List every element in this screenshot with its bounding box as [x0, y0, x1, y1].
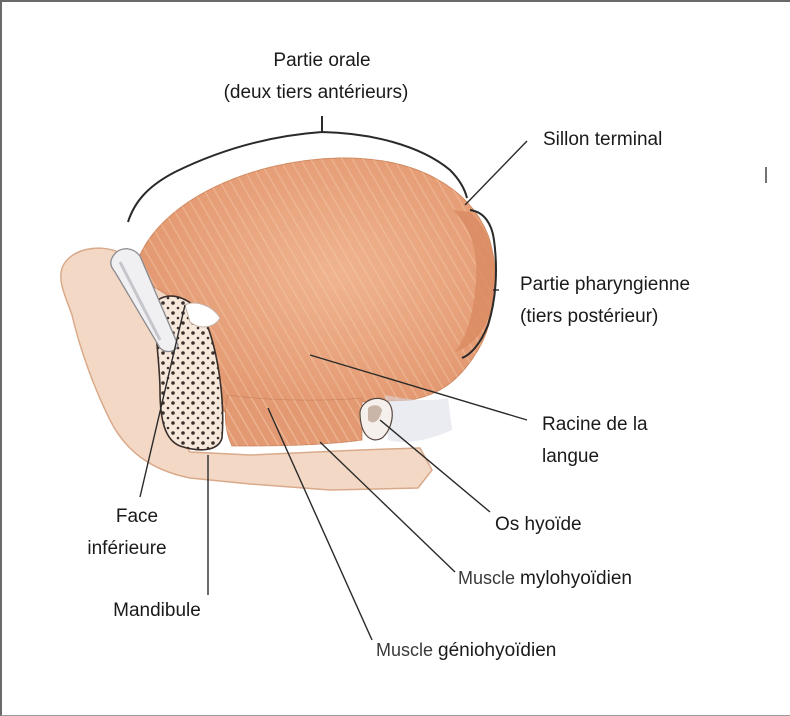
label-muscle-mylo-word: Muscle	[458, 568, 520, 588]
label-partie-pharyngienne: Partie pharyngienne	[520, 274, 690, 295]
pharyngeal-part-bracket	[461, 209, 497, 359]
label-muscle-genio-word: Muscle	[376, 640, 438, 660]
label-partie-orale: Partie orale	[273, 50, 370, 71]
label-face: Face	[116, 506, 158, 527]
label-tiers-posterieur: (tiers postérieur)	[520, 306, 658, 327]
label-langue: langue	[542, 446, 599, 467]
label-deux-tiers: (deux tiers antérieurs)	[224, 82, 409, 103]
leader-face	[139, 304, 186, 498]
label-inferieure: inférieure	[87, 538, 166, 559]
label-sillon-terminal: Sillon terminal	[543, 129, 662, 150]
leader-racine	[309, 354, 528, 421]
leader-genio	[267, 407, 373, 641]
pharyngeal-part	[452, 210, 497, 352]
label-racine: Racine de la	[542, 414, 648, 435]
label-geniohyoidien: géniohyoïdien	[438, 640, 556, 661]
label-os-hyoide: Os hyoïde	[495, 514, 582, 535]
oral-part-bracket	[127, 130, 468, 223]
label-muscle-mylohyoidien: Muscle mylohyoïdien	[458, 568, 632, 589]
leader-hyoide	[379, 419, 491, 513]
label-mandibule: Mandibule	[113, 600, 201, 621]
leader-sillon	[464, 140, 528, 206]
label-mylohyoidien: mylohyoïdien	[520, 568, 632, 589]
label-muscle-geniohyoidien: Muscle géniohyoïdien	[376, 640, 556, 661]
leader-mylo	[319, 441, 456, 573]
